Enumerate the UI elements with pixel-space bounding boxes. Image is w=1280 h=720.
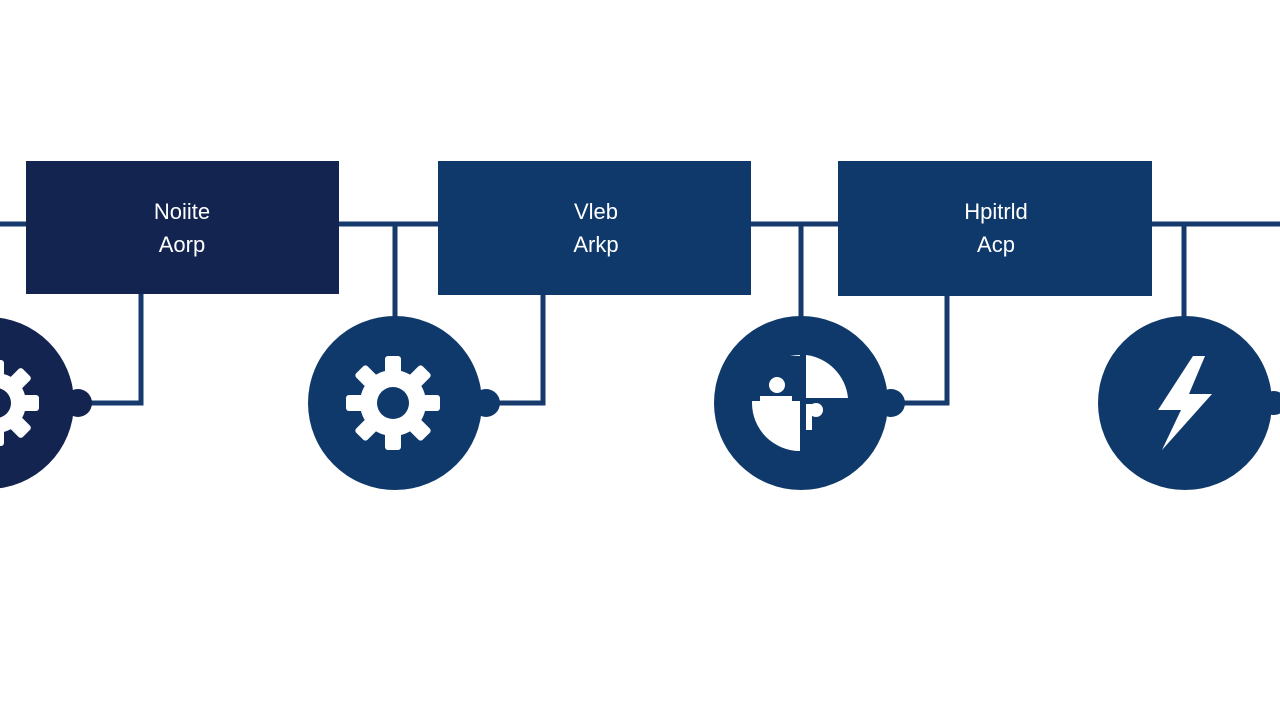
box-web-app-line2: Arkp [573, 232, 618, 257]
connector-drop-1 [80, 294, 144, 406]
box-native-app: Noiite Aorp [26, 161, 339, 294]
box-hybrid-app-line1: Hpitrld [964, 199, 1028, 224]
gear-icon [346, 356, 440, 450]
box-hybrid-app: Hpitrld Acp [838, 161, 1152, 296]
box-hybrid-app-bg [838, 161, 1152, 296]
box-native-app-line1: Noiite [154, 199, 210, 224]
box-web-app-line1: Vleb [574, 199, 618, 224]
icon-circle-3-bg [714, 316, 888, 490]
box-web-app: Vleb Arkp [438, 161, 751, 295]
icon-circle-4 [1098, 316, 1280, 490]
gear-icon [0, 360, 39, 446]
lightning-icon [1158, 356, 1212, 450]
icon-circle-1 [0, 317, 92, 489]
connector-drop-3 [894, 294, 950, 406]
box-native-app-line2: Aorp [159, 232, 205, 257]
box-native-app-bg [26, 161, 339, 294]
icon-circle-3 [714, 316, 905, 490]
puzzle-icon [752, 355, 848, 451]
icon-circle-2 [308, 316, 500, 490]
connector-drop-2 [488, 294, 546, 406]
box-web-app-bg [438, 161, 751, 295]
box-hybrid-app-line2: Acp [977, 232, 1015, 257]
